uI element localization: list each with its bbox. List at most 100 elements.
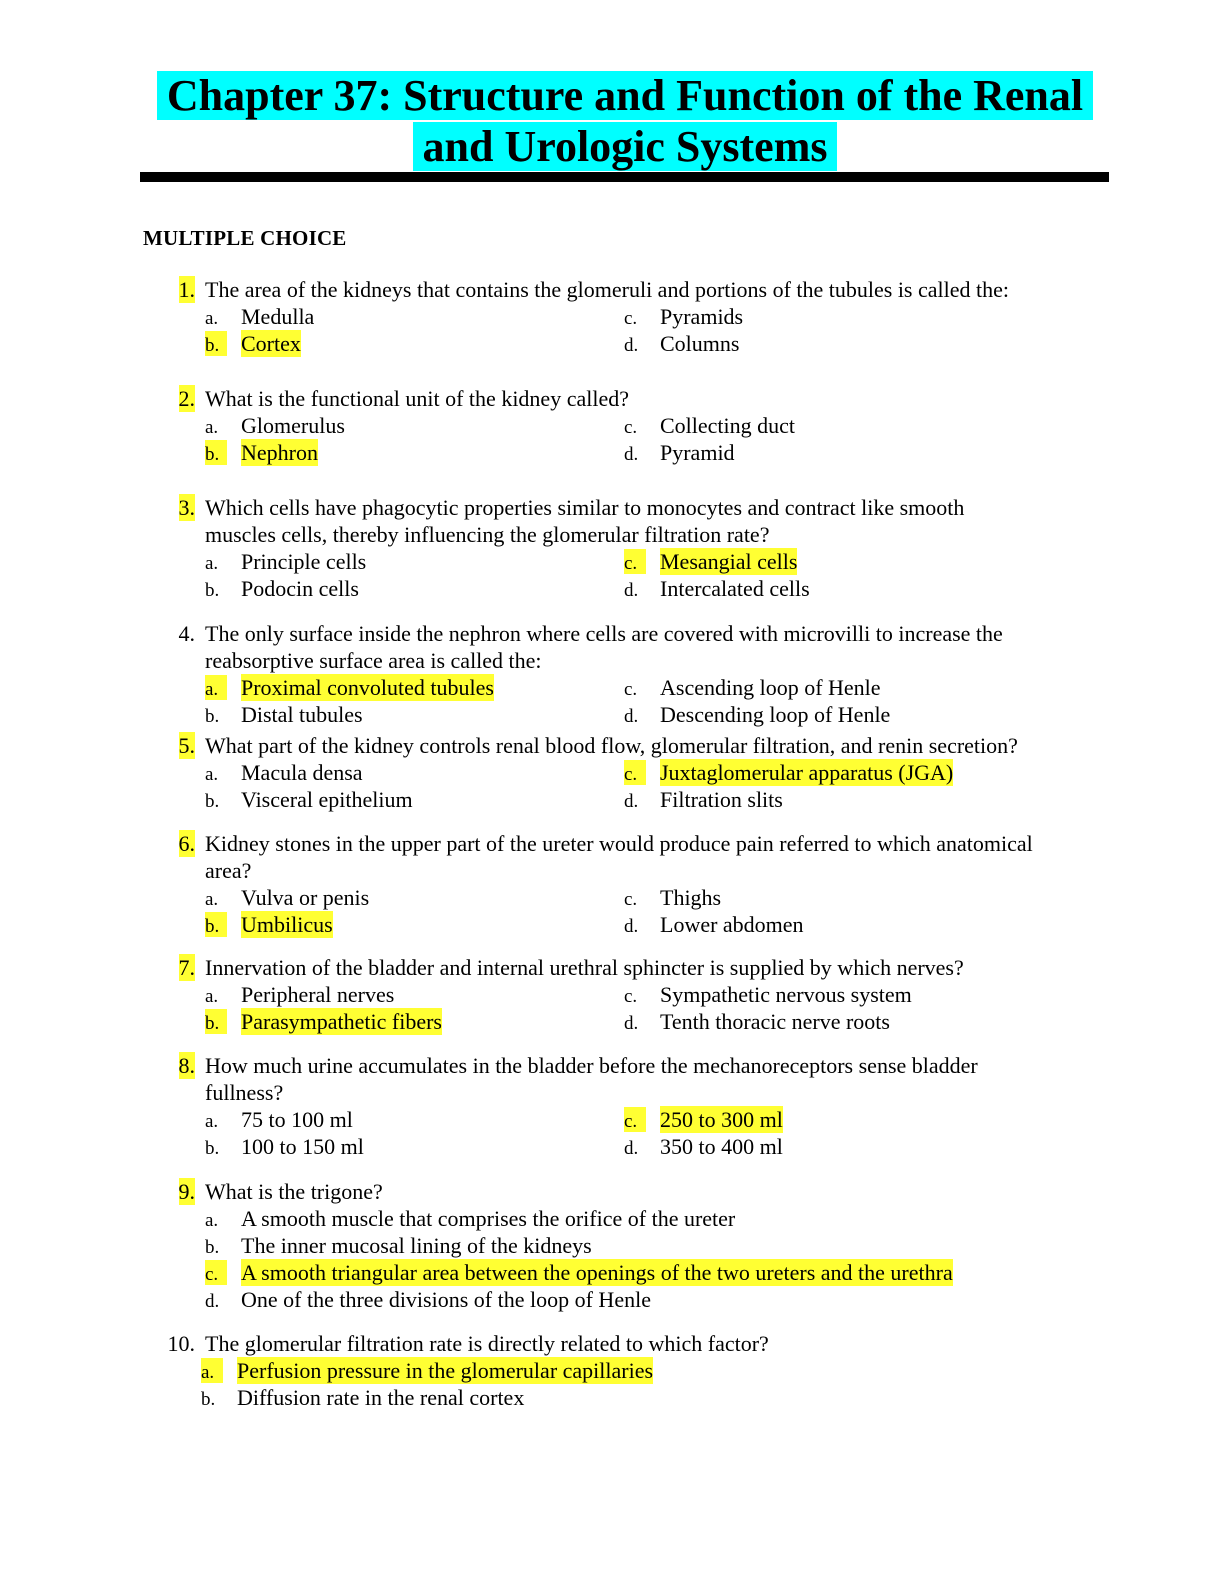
question-10: 10.The glomerular filtration rate is dir… bbox=[140, 1330, 1130, 1411]
question-2: 2. What is the functional unit of the kid… bbox=[140, 385, 1130, 466]
option-letter: b. bbox=[205, 706, 220, 727]
title-line-1: Chapter 37: Structure and Function of th… bbox=[156, 71, 1094, 120]
answer-option-a: a.Medulla bbox=[205, 303, 314, 332]
question-text-line: 6.Kidney stones in the upper part of the… bbox=[140, 830, 1130, 857]
option-text: Columns bbox=[660, 331, 740, 356]
answer-option-d: d.Intercalated cells bbox=[624, 575, 810, 604]
question-text: The area of the kidneys that contains th… bbox=[205, 277, 1009, 302]
answer-option-a: a.Perfusion pressure in the glomerular c… bbox=[201, 1357, 654, 1386]
question-6: 6.Kidney stones in the upper part of the… bbox=[140, 830, 1130, 938]
option-text: Parasympathetic fibers bbox=[241, 1008, 442, 1035]
option-text: 350 to 400 ml bbox=[660, 1134, 783, 1159]
answer-option-b: b. 100 to 150 ml bbox=[205, 1133, 364, 1162]
question-text: Innervation of the bladder and internal … bbox=[205, 955, 964, 980]
option-letter: a. bbox=[205, 1210, 219, 1231]
question-text: muscles cells, thereby influencing the g… bbox=[205, 522, 770, 547]
option-letter: a. bbox=[205, 986, 219, 1007]
question-text: reabsorptive surface area is called the: bbox=[205, 648, 542, 673]
option-letter: d. bbox=[624, 1013, 639, 1034]
question-9: 9.What is the trigone?a.A smooth muscle … bbox=[140, 1178, 1130, 1313]
option-text: Juxtaglomerular apparatus (JGA) bbox=[660, 759, 954, 786]
option-text: 250 to 300 ml bbox=[660, 1106, 783, 1133]
option-text: Thighs bbox=[660, 885, 722, 910]
option-text: 100 to 150 ml bbox=[241, 1134, 364, 1159]
answer-option-d: d.350 to 400 ml bbox=[624, 1133, 783, 1162]
answer-option-d: d.Tenth thoracic nerve roots bbox=[624, 1008, 890, 1037]
question-text: Kidney stones in the upper part of the u… bbox=[205, 831, 1033, 856]
option-text: A smooth triangular area between the ope… bbox=[241, 1259, 953, 1286]
option-letter: d. bbox=[624, 706, 639, 727]
option-letter: c. bbox=[624, 308, 638, 329]
section-heading: MULTIPLE CHOICE bbox=[143, 226, 347, 250]
option-text: Pyramid bbox=[660, 440, 735, 465]
option-letter: d. bbox=[624, 444, 639, 465]
option-letter: c. bbox=[624, 679, 638, 700]
question-text: What is the trigone? bbox=[205, 1179, 383, 1204]
question-text-line: muscles cells, thereby influencing the g… bbox=[140, 521, 1130, 548]
question-text-line: 4. The only surface inside the nephron wh… bbox=[140, 620, 1130, 647]
answer-option-c: c.Ascending loop of Henle bbox=[624, 674, 881, 703]
option-text: Podocin cells bbox=[241, 576, 359, 601]
option-letter: a. bbox=[201, 1362, 215, 1383]
question-text: The only surface inside the nephron wher… bbox=[205, 621, 1003, 646]
option-text: Principle cells bbox=[241, 549, 367, 574]
question-4: 4. The only surface inside the nephron wh… bbox=[140, 620, 1130, 728]
answer-option-a: a.75 to 100 ml bbox=[205, 1106, 353, 1135]
answer-option-a: a. Proximal convoluted tubules bbox=[205, 674, 494, 703]
question-text: area? bbox=[205, 858, 252, 883]
answer-option-b: b. The inner mucosal lining of the kidney… bbox=[205, 1232, 592, 1261]
answer-option-c: c. Mesangial cells bbox=[624, 548, 798, 577]
option-letter: c. bbox=[624, 553, 638, 574]
question-3: 3.Which cells have phagocytic properties… bbox=[140, 494, 1130, 602]
question-text-line: 3.Which cells have phagocytic properties… bbox=[140, 494, 1130, 521]
question-text: What is the functional unit of the kidne… bbox=[205, 386, 629, 411]
answer-option-d: d. Pyramid bbox=[624, 439, 735, 468]
question-number: 2. bbox=[178, 385, 195, 412]
question-text-line: area? bbox=[140, 857, 1130, 884]
option-text: Mesangial cells bbox=[660, 548, 798, 575]
option-letter: c. bbox=[624, 1111, 638, 1132]
option-text: The inner mucosal lining of the kidneys bbox=[241, 1233, 592, 1258]
answer-option-b: b.Umbilicus bbox=[205, 911, 333, 940]
title-rule bbox=[140, 172, 1109, 182]
option-text: Visceral epithelium bbox=[241, 787, 413, 812]
answer-option-b: b.Podocin cells bbox=[205, 575, 359, 604]
option-letter: a. bbox=[205, 553, 219, 574]
option-letter: a. bbox=[205, 679, 219, 700]
title-line-2: and Urologic Systems bbox=[412, 122, 838, 171]
option-letter: c. bbox=[624, 889, 638, 910]
answer-option-b: b.Diffusion rate in the renal cortex bbox=[201, 1384, 524, 1413]
answer-options: a.Perfusion pressure in the glomerular c… bbox=[140, 1357, 1130, 1411]
question-number: 5. bbox=[178, 732, 195, 759]
question-number: 1. bbox=[178, 276, 195, 303]
question-7: 7. Innervation of the bladder and interna… bbox=[140, 954, 1130, 1035]
question-text-line: 10.The glomerular filtration rate is dir… bbox=[140, 1330, 1130, 1357]
option-text: Proximal convoluted tubules bbox=[241, 674, 494, 701]
option-text: Glomerulus bbox=[241, 413, 345, 438]
option-text: Medulla bbox=[241, 304, 315, 329]
question-text-line: 1. The area of the kidneys that contains … bbox=[140, 276, 1130, 303]
question-text-line: 2. What is the functional unit of the kid… bbox=[140, 385, 1130, 412]
option-letter: b. bbox=[205, 791, 220, 812]
question-number: 7. bbox=[178, 954, 195, 981]
option-letter: b. bbox=[205, 1013, 220, 1034]
answer-option-a: a.Macula densa bbox=[205, 759, 363, 788]
option-letter: b. bbox=[205, 1138, 220, 1159]
page-title: Chapter 37: Structure and Function of th… bbox=[140, 70, 1110, 172]
option-letter: d. bbox=[624, 335, 639, 356]
option-text: Vulva or penis bbox=[241, 885, 370, 910]
answer-option-a: a. Principle cells bbox=[205, 548, 366, 577]
option-letter: b. bbox=[205, 1237, 220, 1258]
option-text: Descending loop of Henle bbox=[660, 702, 891, 727]
answer-option-c: c. Pyramids bbox=[624, 303, 743, 332]
answer-option-c: c. 250 to 300 ml bbox=[624, 1106, 783, 1135]
option-letter: c. bbox=[205, 1264, 219, 1285]
question-number: 4. bbox=[178, 621, 196, 646]
option-text: Pyramids bbox=[660, 304, 744, 329]
answer-option-b: b.Nephron bbox=[205, 439, 318, 468]
question-text-line: fullness? bbox=[140, 1079, 1130, 1106]
option-letter: a. bbox=[205, 764, 219, 785]
